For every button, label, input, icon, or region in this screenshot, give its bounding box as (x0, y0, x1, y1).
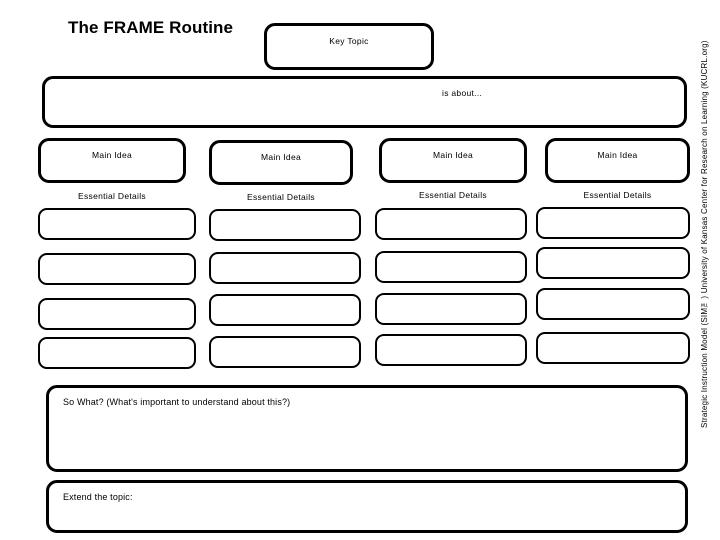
detail-box-c4-r1[interactable] (536, 207, 690, 239)
main-idea-box-4[interactable]: Main Idea (545, 138, 690, 183)
key-topic-box[interactable]: Key Topic (264, 23, 434, 70)
essential-details-label-3: Essential Details (419, 190, 487, 200)
detail-box-c2-r3[interactable] (209, 294, 361, 326)
detail-box-c3-r1[interactable] (375, 208, 527, 240)
detail-box-c3-r4[interactable] (375, 334, 527, 366)
credit-text: Strategic Instruction Model (SIM™) Unive… (700, 40, 709, 428)
main-idea-label-1: Main Idea (91, 150, 133, 160)
main-idea-label-2: Main Idea (260, 152, 302, 162)
detail-box-c4-r3[interactable] (536, 288, 690, 320)
detail-box-c3-r3[interactable] (375, 293, 527, 325)
detail-box-c1-r4[interactable] (38, 337, 196, 369)
detail-box-c1-r3[interactable] (38, 298, 196, 330)
essential-details-label-2: Essential Details (247, 192, 315, 202)
main-idea-label-3: Main Idea (432, 150, 474, 160)
is-about-label: is about... (442, 88, 483, 98)
detail-box-c4-r4[interactable] (536, 332, 690, 364)
detail-box-c4-r2[interactable] (536, 247, 690, 279)
detail-box-c1-r1[interactable] (38, 208, 196, 240)
main-idea-box-2[interactable]: Main Idea (209, 140, 353, 185)
so-what-label: So What? (What's important to understand… (63, 397, 291, 407)
is-about-box[interactable]: is about... (42, 76, 687, 128)
detail-box-c3-r2[interactable] (375, 251, 527, 283)
main-idea-box-3[interactable]: Main Idea (379, 138, 527, 183)
detail-box-c1-r2[interactable] (38, 253, 196, 285)
so-what-box[interactable]: So What? (What's important to understand… (46, 385, 688, 472)
essential-details-label-4: Essential Details (583, 190, 652, 200)
detail-box-c2-r1[interactable] (209, 209, 361, 241)
extend-topic-box[interactable]: Extend the topic: (46, 480, 688, 533)
detail-box-c2-r4[interactable] (209, 336, 361, 368)
essential-details-label-1: Essential Details (78, 191, 146, 201)
detail-box-c2-r2[interactable] (209, 252, 361, 284)
page-title: The FRAME Routine (68, 18, 234, 37)
key-topic-label: Key Topic (329, 36, 369, 46)
main-idea-box-1[interactable]: Main Idea (38, 138, 186, 183)
main-idea-label-4: Main Idea (597, 150, 638, 160)
extend-topic-label: Extend the topic: (63, 492, 133, 502)
